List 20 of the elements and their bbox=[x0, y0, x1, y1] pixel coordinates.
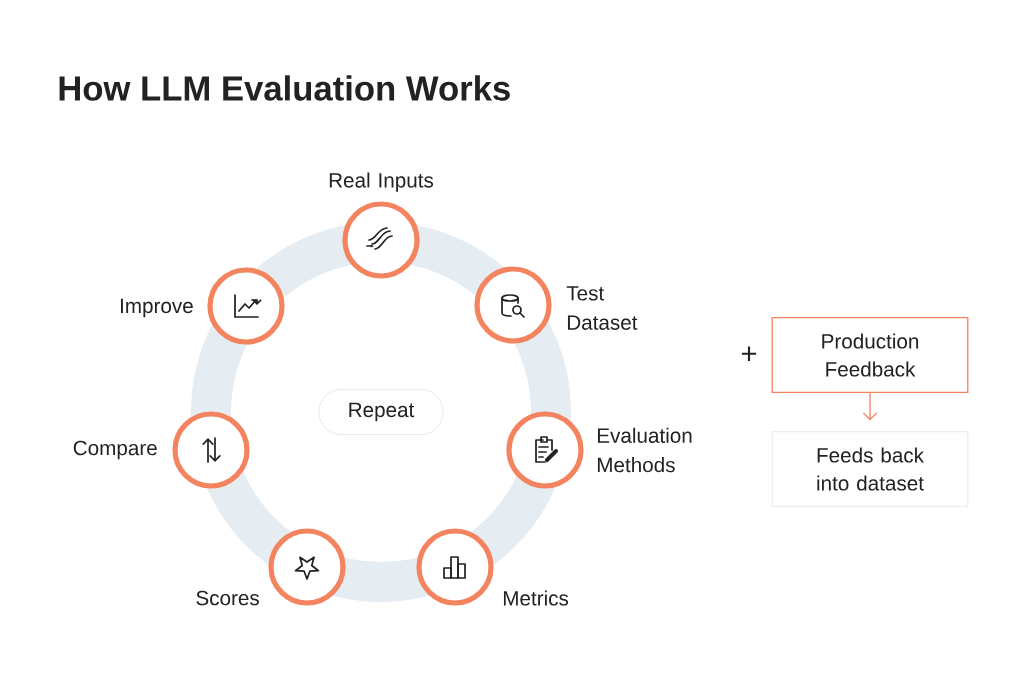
step-label: Compare bbox=[73, 440, 157, 460]
step-label: Improve bbox=[121, 298, 193, 318]
step-label: Metrics bbox=[503, 590, 569, 606]
title: How LLM Evaluation Works bbox=[59, 75, 510, 101]
arrow bbox=[862, 392, 878, 421]
step-label: Evaluation Methods bbox=[597, 427, 692, 473]
circle-node bbox=[342, 201, 420, 279]
circle-node bbox=[506, 411, 584, 489]
circle-node bbox=[207, 267, 285, 345]
circle-node bbox=[416, 528, 494, 606]
plus-sign: + bbox=[741, 346, 757, 361]
circle-node bbox=[268, 528, 346, 606]
step-label: Real Inputs bbox=[329, 172, 434, 192]
process-box: Production Feedback bbox=[771, 317, 969, 393]
step-label: Test Dataset bbox=[566, 286, 638, 330]
circle-node bbox=[474, 266, 552, 344]
center-pill: Repeat bbox=[318, 388, 444, 436]
result-box: Feeds back into dataset bbox=[771, 431, 969, 507]
step-label: Scores bbox=[196, 590, 259, 606]
circle-node bbox=[172, 411, 250, 489]
